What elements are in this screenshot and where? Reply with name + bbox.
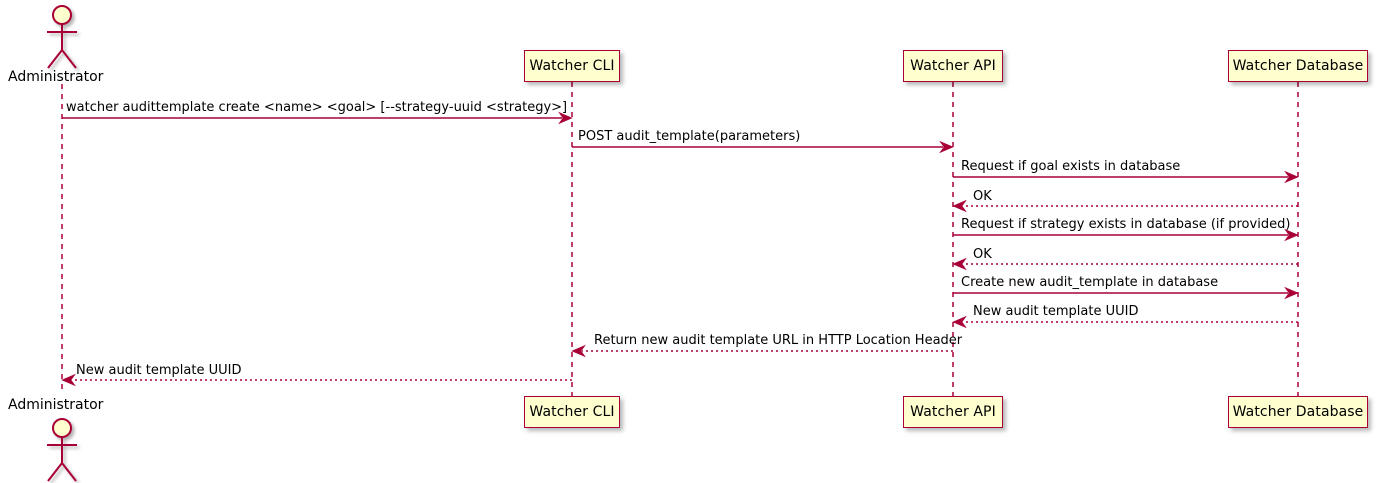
message-arrow-8 [952, 315, 1298, 329]
message-label-6: OK [973, 247, 992, 262]
message-arrow-3 [953, 170, 1299, 184]
actor-name: Administrator [8, 397, 104, 413]
actor-administrator-bottom [47, 418, 77, 482]
message-label-2: POST audit_template(parameters) [578, 129, 801, 144]
message-arrow-1 [62, 111, 573, 125]
actor-label-administrator-top: Administrator [8, 70, 103, 84]
actor-leg-right [61, 49, 77, 69]
participant-box-watcher-api-top[interactable]: Watcher API [903, 50, 1003, 82]
participant-label: Watcher API [910, 404, 996, 420]
message-label-9: Return new audit template URL in HTTP Lo… [594, 333, 963, 348]
message-arrowhead [952, 315, 967, 329]
actor-name: Administrator [8, 69, 104, 85]
message-arrowhead [939, 140, 954, 154]
participant-label: Watcher Database [1232, 404, 1364, 420]
actor-leg-left [47, 462, 63, 482]
message-arrowhead [558, 111, 573, 125]
message-arrow-7 [953, 286, 1299, 300]
message-arrow-5 [953, 228, 1299, 242]
actor-head [52, 5, 72, 25]
participant-box-watcher-database-top[interactable]: Watcher Database [1228, 50, 1368, 82]
participant-box-watcher-cli-top[interactable]: Watcher CLI [524, 50, 620, 82]
message-arrow-10 [61, 373, 572, 387]
participant-box-watcher-database-bottom[interactable]: Watcher Database [1228, 396, 1368, 428]
participant-label: Watcher Database [1232, 58, 1364, 74]
message-label-4: OK [973, 189, 992, 204]
actor-leg-left [47, 49, 63, 69]
message-arrowhead [1284, 170, 1299, 184]
message-arrowhead [952, 199, 967, 213]
participant-box-watcher-cli-bottom[interactable]: Watcher CLI [524, 396, 620, 428]
participant-box-watcher-api-bottom[interactable]: Watcher API [903, 396, 1003, 428]
participant-label: Watcher CLI [529, 404, 615, 420]
message-label-7: Create new audit_template in database [961, 275, 1219, 290]
message-arrowhead [1284, 228, 1299, 242]
participant-label: Watcher API [910, 58, 996, 74]
message-arrowhead [61, 373, 76, 387]
message-label-1: watcher audittemplate create <name> <goa… [66, 100, 568, 115]
message-arrow-2 [572, 140, 954, 154]
message-label-10: New audit template UUID [76, 363, 242, 378]
message-label-8: New audit template UUID [973, 304, 1139, 319]
message-label-3: Request if goal exists in database [961, 159, 1181, 174]
actor-administrator-top [47, 5, 77, 69]
actor-leg-right [61, 462, 77, 482]
actor-head [52, 418, 72, 438]
message-arrowhead [952, 257, 967, 271]
message-arrow-4 [952, 199, 1298, 213]
message-arrow-9 [571, 344, 953, 358]
actor-label-administrator-bottom: Administrator [8, 398, 103, 412]
message-arrow-6 [952, 257, 1298, 271]
message-arrowhead [571, 344, 586, 358]
message-arrowhead [1284, 286, 1299, 300]
participant-label: Watcher CLI [529, 58, 615, 74]
message-label-5: Request if strategy exists in database (… [961, 217, 1291, 232]
